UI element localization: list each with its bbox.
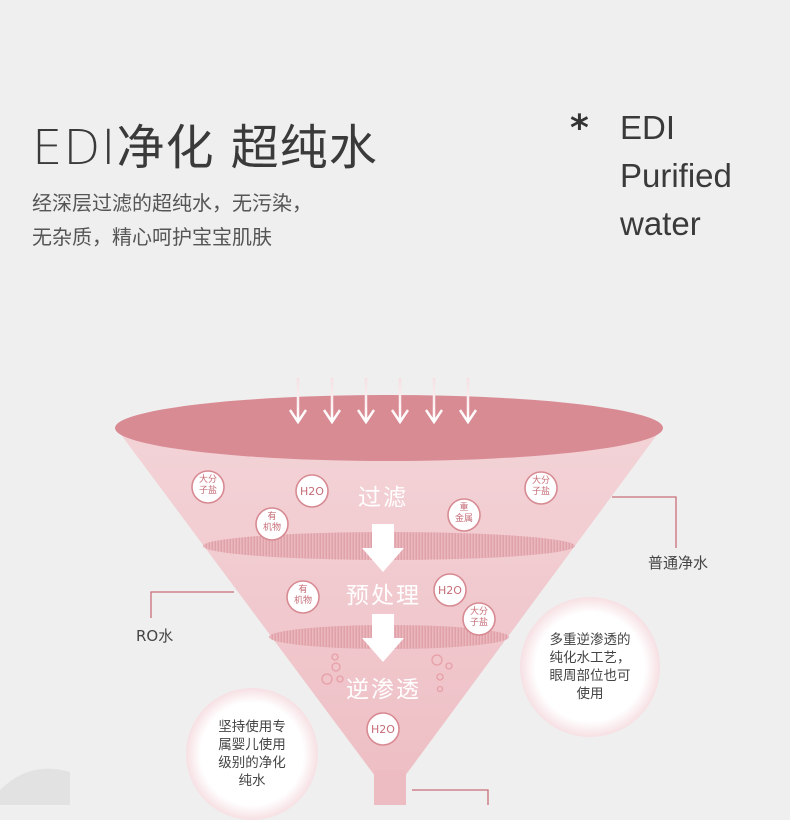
badge-metal: 重 金属: [454, 503, 473, 524]
badge-salt-2: 大分 子盐: [531, 476, 550, 497]
note-right-line-2: 纯化水工艺，: [549, 650, 631, 666]
english-caption: EDI Purified water: [620, 104, 732, 248]
badge-salt-1: 大分 子盐: [198, 475, 217, 496]
description: 经深层过滤的超纯水，无污染， 无杂质，精心呵护宝宝肌肤: [32, 186, 312, 254]
english-line-3: water: [620, 205, 701, 242]
stage-ro-label: 逆渗透: [346, 677, 421, 703]
page-title: EDI净化 超纯水: [32, 120, 378, 176]
badge-organic-1: 有 机物: [262, 512, 281, 533]
note-right-line-3: 眼周部位也可: [549, 668, 631, 684]
badge-salt-3: 大分 子盐: [469, 607, 488, 628]
note-left-line-3: 级别的净化: [218, 755, 286, 771]
bubbles: [321, 653, 453, 693]
decorative-swirl: [0, 768, 70, 805]
description-line-2: 无杂质，精心呵护宝宝肌肤: [32, 225, 272, 249]
badge-h2o-1: H2O: [300, 485, 324, 498]
description-line-1: 经深层过滤的超纯水，无污染，: [32, 191, 312, 215]
note-left-line-1: 坚持使用专: [218, 719, 286, 735]
badge-h2o-2: H2O: [438, 584, 462, 597]
note-left-line-2: 属婴儿使用: [218, 737, 286, 753]
english-line-2: Purified: [620, 157, 732, 194]
ro-water-label: RO水: [136, 627, 174, 645]
normal-water-label: 普通净水: [648, 554, 709, 572]
badge-organic-2: 有 机物: [293, 585, 312, 606]
note-right-line-1: 多重逆渗透的: [549, 632, 631, 648]
stage-filter-label: 过滤: [358, 485, 408, 511]
note-left-line-4: 纯水: [238, 773, 266, 789]
down-arrow-2: [362, 614, 404, 662]
note-circle-left: 坚持使用专 属婴儿使用 级别的净化 纯水: [186, 688, 318, 820]
stage-pretreat-label: 预处理: [346, 583, 421, 609]
down-arrow-1: [362, 524, 404, 572]
funnel-top: [115, 395, 663, 461]
leader-lines: [150, 496, 677, 805]
english-line-1: EDI: [620, 109, 676, 146]
funnel-cone: [116, 428, 662, 780]
asterisk-icon: *: [570, 108, 589, 149]
inflow-arrows: [288, 378, 478, 425]
badges: [191, 470, 558, 746]
funnel-spout: [374, 770, 406, 805]
badge-h2o-3: H2O: [371, 723, 395, 736]
note-right-line-4: 使用: [576, 686, 604, 702]
note-circle-right: 多重逆渗透的 纯化水工艺， 眼周部位也可 使用: [520, 597, 660, 737]
